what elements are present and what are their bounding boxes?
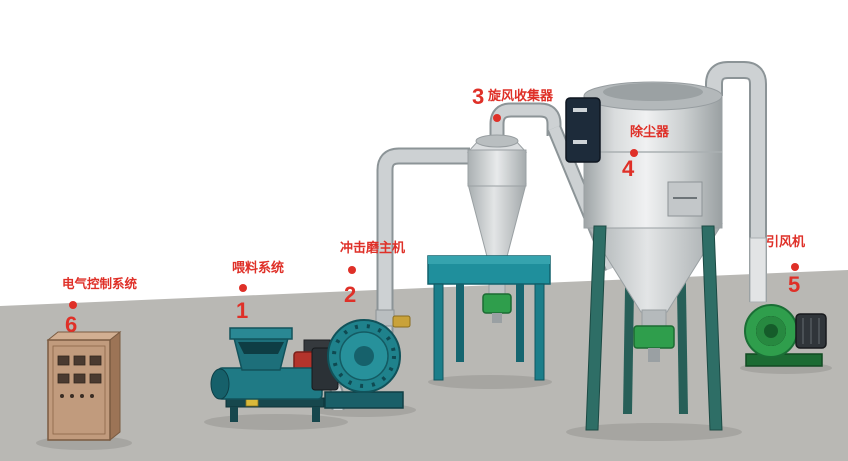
feeder-end-cap (210, 368, 230, 400)
cabinet-panel-outline (52, 345, 106, 435)
fan-base (745, 353, 823, 367)
dust-collector (565, 81, 723, 431)
cyclone-stand-front (427, 255, 551, 381)
mill-to-cyclone-pipe (376, 147, 470, 334)
mill-base (324, 391, 404, 409)
fan-duct (749, 237, 767, 303)
hopper-opening (238, 342, 284, 354)
pulse-unit-mark (573, 108, 587, 112)
cabinet-meter (89, 373, 102, 384)
label-text: 旋风收集器 (487, 88, 554, 103)
cyclone-stand (456, 282, 524, 362)
tank-lid (603, 83, 703, 101)
label-dot (348, 266, 356, 274)
label-text: 除尘器 (630, 124, 670, 139)
cabinet-meter (89, 355, 102, 366)
label-number: 2 (344, 282, 356, 307)
label-number: 5 (788, 272, 800, 297)
label-text: 引风机 (766, 234, 805, 249)
pulse-control-unit (565, 97, 601, 163)
draft-fan (744, 237, 827, 367)
label-impact-mill: 冲击磨主机 2 (340, 240, 405, 307)
hopper-rim (229, 327, 293, 340)
cyclone-discharge-valve (482, 293, 512, 314)
feeder-body (217, 367, 323, 400)
label-feeder: 喂料系统 1 (232, 260, 284, 323)
label-dust-collector: 除尘器 4 (622, 124, 670, 181)
cyclone-discharge-stub (492, 313, 502, 323)
impact-mill (311, 309, 411, 409)
cabinet-button (60, 394, 64, 398)
stand-back-leg (516, 282, 524, 362)
mill-hub (354, 346, 374, 366)
shadow (428, 375, 552, 389)
label-number: 4 (622, 156, 635, 181)
label-dot (791, 263, 799, 271)
cabinet-meter (57, 373, 70, 384)
pulse-unit-mark (573, 140, 587, 144)
cyclone-body (467, 149, 527, 187)
shadow (204, 414, 348, 430)
cabinet-side (109, 330, 121, 442)
label-dot (493, 114, 501, 122)
cabinet-meter (73, 373, 86, 384)
label-text: 冲击磨主机 (340, 240, 405, 255)
label-number: 6 (65, 312, 77, 337)
shadow (566, 423, 742, 441)
label-text: 电气控制系统 (62, 276, 138, 291)
cabinet-button (80, 394, 84, 398)
stand-top-face (428, 256, 550, 264)
cabinet-front (47, 339, 111, 441)
brass-fitting (392, 315, 411, 328)
rotary-valve-stub (648, 348, 660, 362)
stand-back-leg (456, 282, 464, 362)
rotary-valve (633, 325, 675, 349)
feeder-leg (230, 407, 238, 422)
label-number: 1 (236, 298, 248, 323)
label-draft-fan: 引风机 5 (766, 234, 805, 297)
cyclone-cap (475, 134, 519, 148)
stand-front-leg (433, 283, 444, 381)
cabinet-meter (73, 355, 86, 366)
cabinet-top (46, 331, 122, 341)
label-cyclone: 3 旋风收集器 (472, 84, 554, 122)
stand-front-leg (534, 283, 545, 381)
cabinet-button (90, 394, 94, 398)
tank-front-leg (585, 225, 607, 431)
collector-to-fan-pipe (705, 61, 767, 302)
label-dot (239, 284, 247, 292)
label-control-cabinet: 电气控制系统 6 (62, 276, 138, 337)
fan-hub (764, 324, 778, 338)
warning-tag (245, 398, 259, 407)
label-dot (69, 301, 77, 309)
mill-bolt-ring (332, 324, 396, 388)
tank-front-leg (701, 225, 723, 431)
floor (0, 270, 848, 461)
feeder-leg (312, 407, 320, 422)
label-dot (630, 149, 638, 157)
label-text: 喂料系统 (232, 260, 284, 275)
control-cabinet (46, 330, 122, 442)
cabinet-meter (57, 355, 70, 366)
labels: 喂料系统 1 冲击磨主机 2 3 旋风收集器 除尘器 4 引风机 5 电气控制系… (62, 84, 805, 337)
label-number: 3 (472, 84, 484, 109)
cabinet-button (70, 394, 74, 398)
